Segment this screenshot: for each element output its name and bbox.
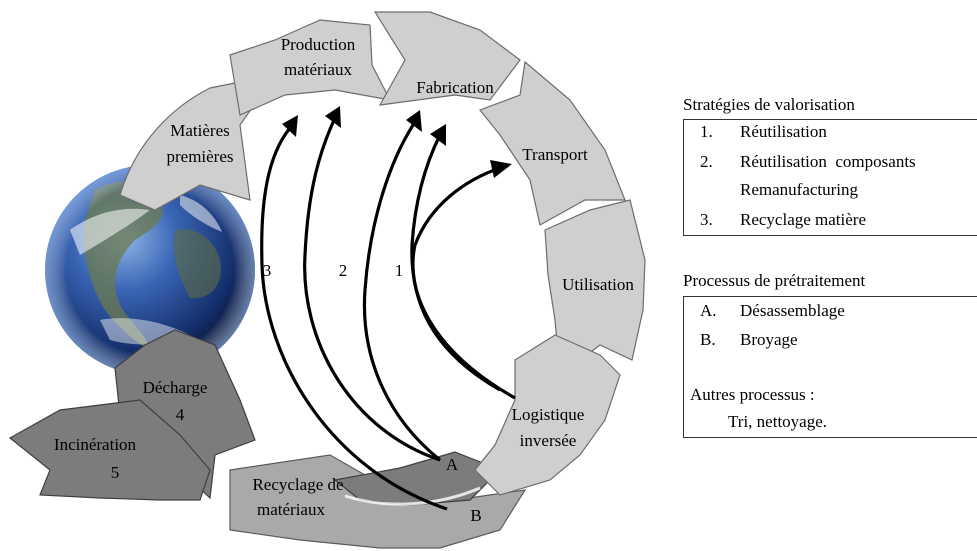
recyclage-label-2: matériaux	[257, 500, 325, 519]
strategy-arrows	[260, 106, 516, 511]
process-item-a: A. Désassemblage	[700, 301, 845, 321]
segment-fabrication	[373, 11, 521, 106]
production-label-1: Production	[281, 35, 356, 54]
segment-pretraitement	[333, 451, 502, 506]
arrowhead-2	[325, 106, 341, 128]
strategy-num: 2.	[700, 152, 713, 171]
transport-label: Transport	[522, 145, 588, 164]
logistique-label-2: inversée	[520, 431, 577, 450]
production-label-2: matériaux	[284, 60, 352, 79]
pretraitement-box	[683, 296, 977, 438]
process-num: B.	[700, 330, 716, 349]
strategy-text: Recyclage matière	[740, 210, 867, 229]
decharge-label: Décharge	[143, 378, 208, 397]
fabrication-label: Fabrication	[416, 78, 494, 97]
arrow-label-3: 3	[263, 261, 272, 280]
matieres-label-2: premières	[166, 147, 233, 166]
arrowhead-3	[282, 115, 298, 137]
segment-matieres	[119, 74, 277, 211]
earth-globe-icon	[45, 165, 255, 375]
segment-utilisation	[544, 199, 646, 377]
process-item-b: B. Broyage	[700, 330, 798, 350]
segment-production	[229, 19, 392, 116]
strategy-text: Réutilisation	[740, 122, 827, 141]
decharge-number: 4	[176, 405, 185, 424]
incineration-number: 5	[111, 463, 120, 482]
other-process-text: Tri, nettoyage.	[728, 412, 828, 431]
strategy-item-1: 1. Réutilisation	[700, 122, 827, 142]
segment-logistique	[474, 334, 621, 496]
process-label-b: B	[470, 506, 481, 525]
utilisation-label: Utilisation	[562, 275, 634, 294]
segment-transport	[479, 60, 626, 226]
segment-incineration	[8, 399, 211, 501]
arrowhead-1a	[406, 110, 422, 132]
arrowhead-1b	[430, 124, 446, 146]
logistique-label-1: Logistique	[512, 405, 585, 424]
other-process-title: Autres processus :	[690, 385, 815, 404]
incineration-label: Incinération	[54, 435, 137, 454]
arrow-label-1: 1	[395, 261, 404, 280]
recyclage-label-1: Recyclage de	[252, 475, 343, 494]
strategies-box	[683, 119, 977, 236]
matieres-label-1: Matières	[170, 121, 229, 140]
pretraitement-title: Processus de prétraitement	[683, 271, 866, 290]
strategy-num: 3.	[700, 210, 713, 229]
strategy-num: 1.	[700, 122, 713, 141]
strategies-title: Stratégies de valorisation	[683, 95, 855, 114]
process-text: Désassemblage	[740, 301, 845, 320]
arrowhead-transport	[490, 160, 512, 178]
process-text: Broyage	[740, 330, 798, 349]
arrow-label-2: 2	[339, 261, 348, 280]
strategy-text: Remanufacturing	[740, 180, 859, 199]
strategy-text: Réutilisation composants	[740, 152, 916, 171]
process-label-a: A	[446, 455, 459, 474]
process-num: A.	[700, 301, 717, 320]
strategy-item-3: 3. Recyclage matière	[700, 210, 866, 230]
strategy-item-2: 2. Réutilisation composants	[700, 152, 916, 172]
